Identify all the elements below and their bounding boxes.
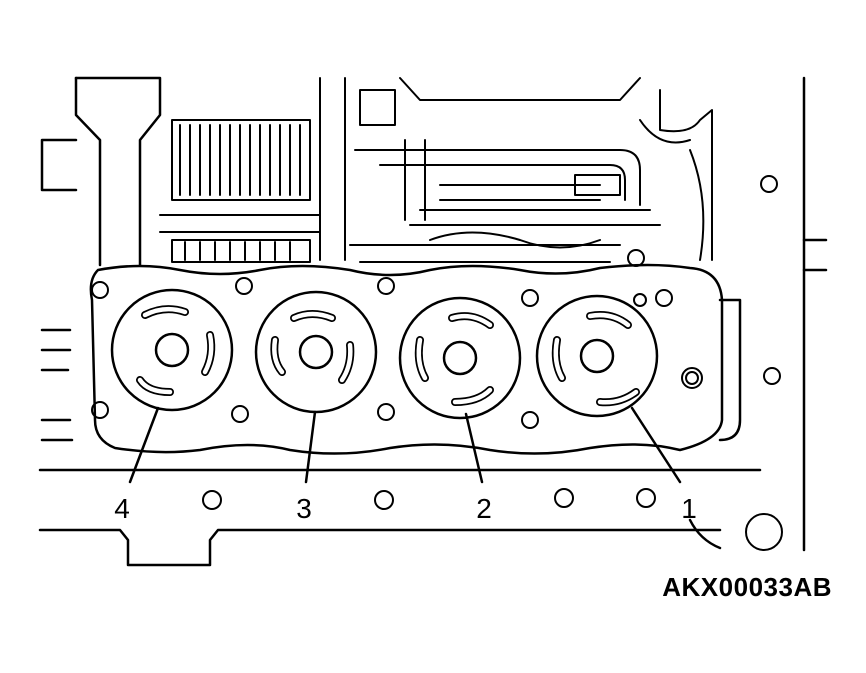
callout-2: 2 xyxy=(476,493,492,524)
solenoid-valve-3 xyxy=(254,290,378,414)
oil-pan-ribs xyxy=(159,77,346,263)
solenoid-valve-1 xyxy=(535,294,659,418)
leader-line-2 xyxy=(464,412,484,484)
leader-line-3 xyxy=(304,410,317,484)
solenoid-valve-4 xyxy=(110,288,234,412)
solenoid-valve-2 xyxy=(398,296,522,420)
leader-lines xyxy=(128,406,682,484)
callout-3: 3 xyxy=(296,493,312,524)
separator-plate xyxy=(89,263,724,455)
bolt-holes xyxy=(91,175,783,551)
leader-line-1 xyxy=(630,406,682,484)
housing-left xyxy=(38,76,762,567)
callout-1: 1 xyxy=(681,493,697,524)
housing-right xyxy=(718,76,828,552)
leader-line-4 xyxy=(128,406,160,484)
fluid-channels xyxy=(349,77,713,263)
figure-code: AKX00033AB xyxy=(662,572,832,602)
callout-4: 4 xyxy=(114,493,130,524)
